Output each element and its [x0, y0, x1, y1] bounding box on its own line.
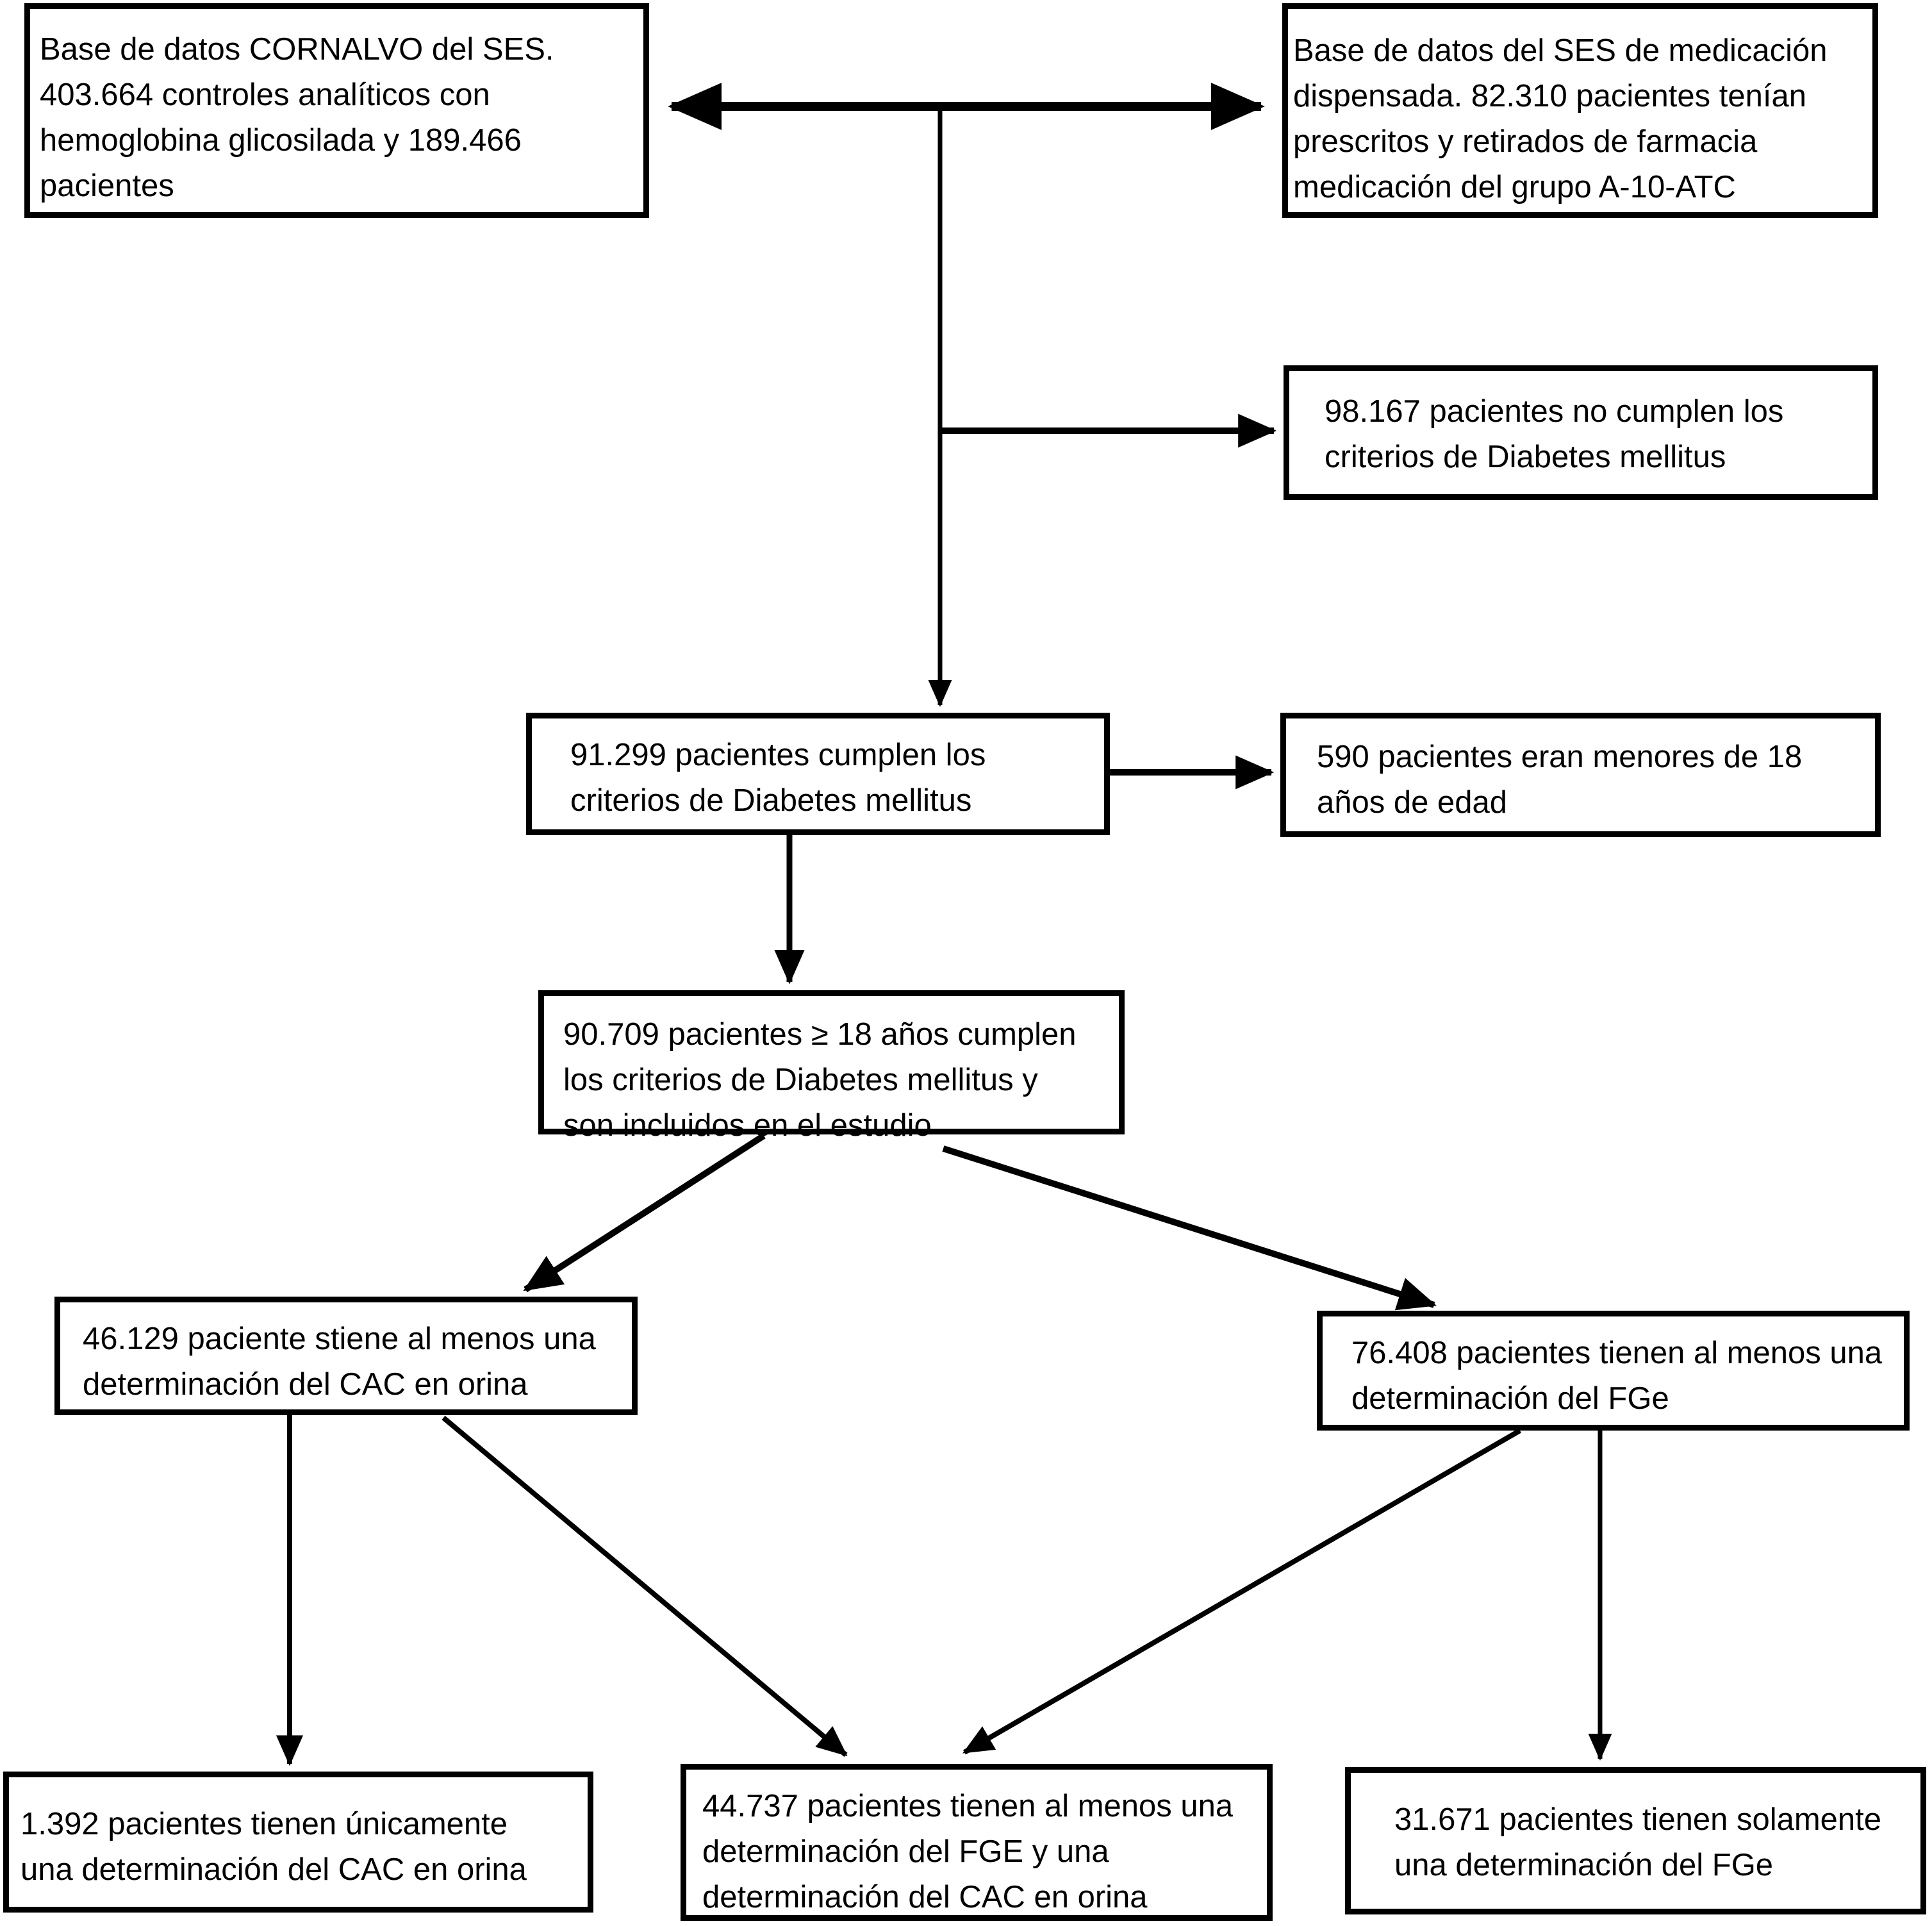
box-cac-determination: 46.129 paciente stiene al menos una dete…	[54, 1297, 638, 1415]
box-only-cac: 1.392 pacientes tienen únicamente una de…	[3, 1772, 593, 1913]
arrow-to-fge-determination	[942, 1145, 1437, 1311]
box-not-meeting-dm-criteria: 98.167 pacientes no cumplen los criterio…	[1284, 365, 1878, 500]
arrow-cac-to-both	[442, 1415, 848, 1757]
box-cornalvo-database: Base de datos CORNALVO del SES. 403.664 …	[24, 3, 649, 218]
box-meeting-dm-criteria: 91.299 pacientes cumplen los criterios d…	[526, 713, 1110, 835]
box-fge-determination: 76.408 pacientes tienen al menos una det…	[1317, 1311, 1910, 1431]
box-ses-medication-database: Base de datos del SES de medicación disp…	[1282, 3, 1878, 218]
arrow-fge-to-both	[962, 1428, 1522, 1755]
box-fge-and-cac: 44.737 pacientes tienen al menos una det…	[681, 1764, 1273, 1921]
box-under-18: 590 pacientes eran menores de 18 años de…	[1280, 713, 1881, 837]
arrow-to-cac-determination	[523, 1133, 766, 1293]
box-only-fge: 31.671 pacientes tienen solamente una de…	[1345, 1767, 1926, 1914]
box-included-in-study: 90.709 pacientes ≥ 18 años cumplen los c…	[538, 990, 1125, 1143]
